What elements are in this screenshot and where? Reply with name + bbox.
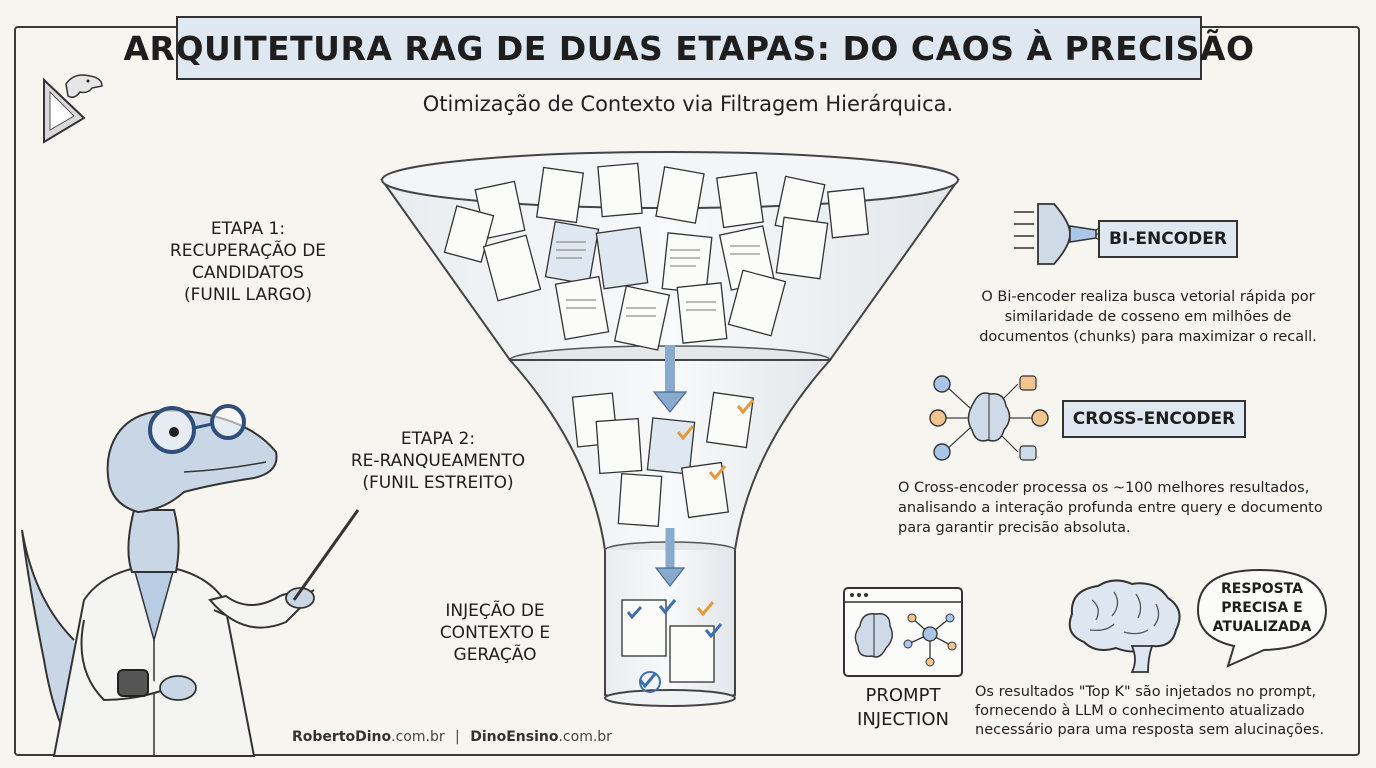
- dino-scientist-illustration: [21, 404, 360, 757]
- document-pile-icon: [443, 162, 870, 351]
- footer-site2-name: DinoEnsino: [470, 729, 559, 745]
- stage1-label: ETAPA 1: RECUPERAÇÃO DE CANDIDATOS (FUNI…: [169, 219, 327, 305]
- funnel-illustration: [380, 151, 960, 707]
- dino-logo-icon: [43, 74, 103, 144]
- brain-icon: [1068, 579, 1181, 673]
- footer-site1-suffix: .com.br: [391, 729, 445, 745]
- title-banner: ARQUITETURA RAG DE DUAS ETAPAS: DO CAOS …: [124, 16, 1254, 80]
- page-subtitle: Otimização de Contexto via Filtragem Hie…: [422, 92, 954, 116]
- bi-encoder-label: BI-ENCODER: [1098, 220, 1238, 258]
- cross-encoder-description: O Cross-encoder processa os ~100 melhore…: [898, 480, 1323, 536]
- prompt-window-icon: [843, 587, 963, 677]
- bi-encoder-description: O Bi-encoder realiza busca vetorial rápi…: [979, 289, 1317, 345]
- cross-encoder-icon: [929, 375, 1049, 461]
- response-bubble-text: RESPOSTA PRECISA E ATUALIZADA: [1212, 581, 1312, 635]
- bi-encoder-icon: [1014, 203, 1103, 265]
- footer-separator: |: [455, 729, 460, 745]
- cross-encoder-label: CROSS-ENCODER: [1062, 400, 1246, 438]
- stage2-label: ETAPA 2: RE-RANQUEAMENTO (FUNIL ESTREITO…: [350, 429, 526, 493]
- footer-site1-name: RobertoDino: [292, 729, 392, 745]
- page-title: ARQUITETURA RAG DE DUAS ETAPAS: DO CAOS …: [123, 28, 1255, 68]
- footer-credits: RobertoDino.com.br | DinoEnsino.com.br: [292, 729, 612, 745]
- footer-site2-suffix: .com.br: [558, 729, 612, 745]
- response-description: Os resultados "Top K" são injetados no p…: [975, 684, 1325, 738]
- stage3-label: INJEÇÃO DE CONTEXTO E GERAÇÃO: [439, 601, 551, 665]
- prompt-injection-label: PROMPT INJECTION: [857, 685, 949, 730]
- speech-bubble-icon: [1196, 568, 1328, 668]
